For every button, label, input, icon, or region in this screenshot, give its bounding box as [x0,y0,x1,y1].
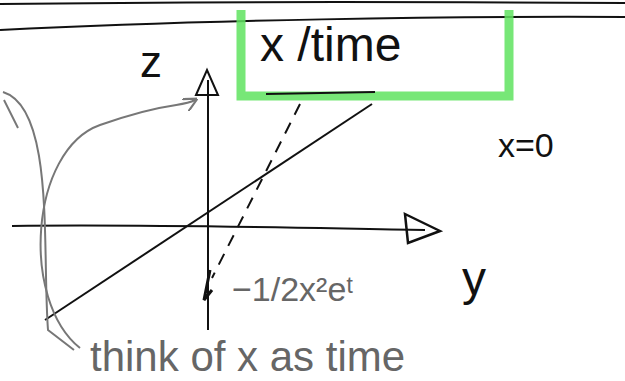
axis-label: y [462,255,486,303]
green-outline [241,10,509,96]
axis-label: z [140,40,162,84]
callout-curve [41,100,195,348]
underline [266,92,375,94]
x-axis [45,104,372,320]
y-arrowhead [405,214,440,243]
formula-label: −1/2x²eᵗ [232,272,354,306]
handwritten-note: think of x as time [90,336,405,378]
callout-tick [4,100,18,128]
callout-curve [3,92,74,350]
origin-scribble [204,270,212,300]
z-arrowhead [196,70,218,95]
dashed-line [212,104,300,278]
boundary-note: x=0 [498,128,554,162]
highlight-box: x /time [236,8,514,102]
top-line [0,2,625,4]
y-axis [12,225,425,230]
node-text: x /time [260,21,401,69]
